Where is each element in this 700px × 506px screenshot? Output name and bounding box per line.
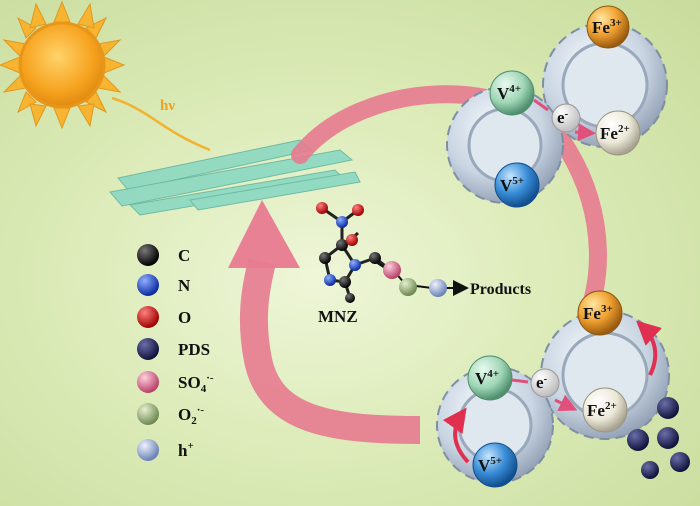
legend-item-o2: O2·- <box>137 403 204 427</box>
electron-transfer-arrow-top-2 <box>574 123 596 142</box>
svg-text:V4+: V4+ <box>475 368 499 388</box>
svg-text:Fe2+: Fe2+ <box>600 123 630 143</box>
svg-text:SO4·-: SO4·- <box>178 372 214 395</box>
ion-v4-bottom: V4+ <box>467 355 513 401</box>
legend-item-n: N <box>137 274 191 296</box>
catalyst-sheets <box>109 139 361 216</box>
ion-fe2-bottom: Fe2+ <box>582 387 628 433</box>
rotation-arrow-fe-icon <box>636 320 662 376</box>
svg-text:N: N <box>178 276 191 295</box>
mnz-molecule <box>316 202 389 303</box>
svg-text:h+: h+ <box>178 440 194 460</box>
light-ray <box>111 96 211 152</box>
legend: C N O PDS SO4·- O2·- h+ <box>137 244 214 461</box>
hv-label: hν <box>160 98 175 114</box>
svg-text:O: O <box>178 308 191 327</box>
svg-text:e-: e- <box>557 108 569 127</box>
electron-transfer-arrow-bottom-1 <box>511 378 529 384</box>
pds-spheres <box>627 397 690 479</box>
rotation-arrow-v-icon <box>442 407 470 464</box>
legend-item-c: C <box>137 244 190 266</box>
svg-text:C: C <box>178 246 190 265</box>
svg-text:Fe2+: Fe2+ <box>587 400 617 420</box>
svg-text:e-: e- <box>536 373 548 392</box>
ion-fe3-top: Fe3+ <box>586 5 630 49</box>
legend-item-h: h+ <box>137 439 194 461</box>
svg-text:V5+: V5+ <box>478 455 502 475</box>
svg-text:V4+: V4+ <box>497 83 521 103</box>
products-label: Products <box>470 281 531 298</box>
ion-v5-bottom: V5+ <box>472 442 518 488</box>
electron-transfer-arrow-bottom-2 <box>554 394 578 412</box>
electron-top: e- <box>551 103 581 133</box>
degradation-chain <box>375 261 469 297</box>
svg-text:O2·-: O2·- <box>178 404 204 427</box>
ion-fe3-bottom: Fe3+ <box>577 290 623 336</box>
electron-bottom: e- <box>530 368 560 398</box>
legend-item-o: O <box>137 306 191 328</box>
electron-transfer-arrow-top-1 <box>533 98 549 112</box>
sun-icon <box>0 0 126 130</box>
svg-text:V5+: V5+ <box>500 175 524 195</box>
svg-text:PDS: PDS <box>178 340 210 359</box>
ion-v5-top: V5+ <box>494 162 540 208</box>
legend-item-pds: PDS <box>137 338 210 360</box>
legend-item-so4: SO4·- <box>137 371 214 395</box>
ion-fe2-top: Fe2+ <box>595 110 641 156</box>
ion-v4-top: V4+ <box>489 70 535 116</box>
mnz-label: MNZ <box>318 307 358 326</box>
svg-text:Fe3+: Fe3+ <box>583 303 613 323</box>
svg-text:Fe3+: Fe3+ <box>592 17 622 37</box>
